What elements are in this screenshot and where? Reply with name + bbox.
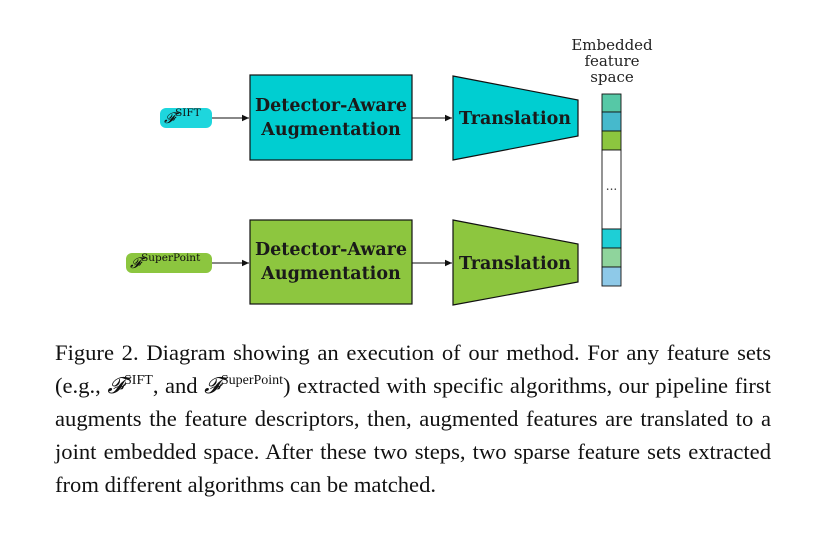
embedding-cell xyxy=(601,111,622,132)
embedding-cell xyxy=(601,266,622,287)
method-diagram: Embedded feature space 𝓕SIFT Detector-Aw… xyxy=(126,36,653,306)
detector-aware-augmentation-box-top xyxy=(249,74,413,161)
detector-aware-augmentation-box-bottom xyxy=(249,219,413,305)
augmentation-label-bottom-line1: Detector-Aware xyxy=(255,240,407,260)
sift-branch: 𝓕SIFT Detector-Aware Augmentation Transl… xyxy=(160,74,579,161)
embedding-cell xyxy=(601,130,622,151)
superpoint-branch: 𝓕SuperPoint Detector-Aware Augmentation … xyxy=(126,219,579,306)
caption-text-part3: ) extracted with specific algorithms, ou… xyxy=(55,373,771,497)
embedding-cell xyxy=(601,228,622,249)
embedding-ellipsis: ... xyxy=(606,179,617,193)
caption-sift-symbol: 𝓕 xyxy=(107,373,125,398)
augmentation-label-bottom-line2: Augmentation xyxy=(260,264,401,284)
caption-superpoint-superscript: SuperPoint xyxy=(220,373,284,388)
caption-text-part2: , and xyxy=(152,373,205,398)
augmentation-label-top-line2: Augmentation xyxy=(260,120,401,140)
embedding-column: ... xyxy=(601,93,622,287)
figure-caption: Figure 2. Diagram showing an execution o… xyxy=(55,336,771,501)
embedding-cell xyxy=(601,93,622,113)
caption-sift-superscript: SIFT xyxy=(124,373,153,388)
superpoint-feature-node xyxy=(126,253,212,273)
caption-text-part1: Diagram showing an execution of our meth… xyxy=(55,340,772,398)
translation-label-top: Translation xyxy=(459,109,571,129)
augmentation-label-top-line1: Detector-Aware xyxy=(255,96,407,116)
translation-block-top xyxy=(452,75,579,161)
embedded-space-heading-line2: feature xyxy=(584,52,639,70)
embedded-space-heading-line3: space xyxy=(590,68,634,86)
translation-block-bottom xyxy=(452,219,579,306)
translation-label-bottom: Translation xyxy=(459,254,571,274)
caption-superpoint-symbol: 𝓕 xyxy=(204,373,221,398)
embedded-space-heading-line1: Embedded xyxy=(571,36,653,54)
embedding-cell xyxy=(601,247,622,268)
sift-feature-node xyxy=(160,108,212,128)
caption-figure-label: Figure 2. xyxy=(55,340,139,365)
